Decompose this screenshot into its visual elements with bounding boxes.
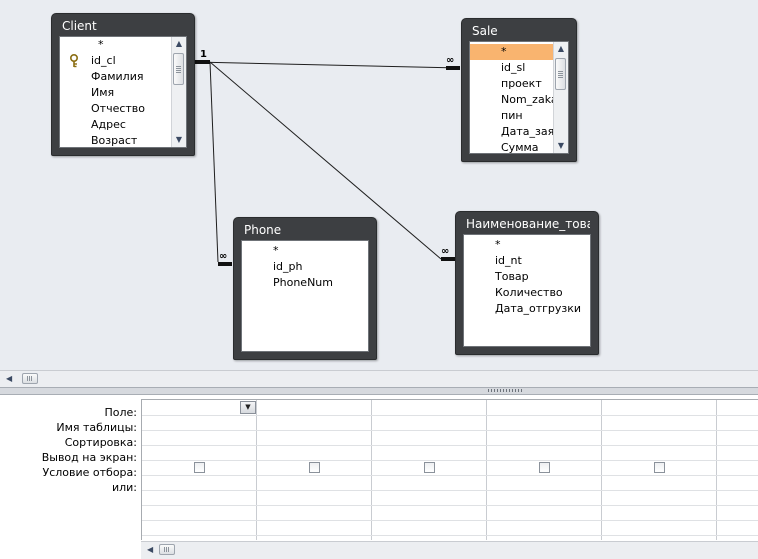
many-end-marker-phone (218, 262, 232, 266)
row-divider (142, 520, 758, 521)
scroll-thumb[interactable] (173, 53, 184, 85)
row-divider (142, 460, 758, 461)
field-client-id-cl[interactable]: id_cl (70, 53, 116, 69)
table-naimenovanie-tovara[interactable]: Наименование_това... * id_nt Товар Колич… (455, 211, 599, 355)
relationship-many-label-phone: ∞ (219, 251, 228, 262)
query-design-grid[interactable]: Поле: Имя таблицы: Сортировка: Вывод на … (0, 395, 758, 559)
field-client-adres[interactable]: Адрес (91, 118, 126, 131)
relationship-many-label-naimenovanie: ∞ (441, 246, 450, 257)
scroll-down-icon[interactable]: ▼ (175, 135, 183, 144)
show-checkbox-3[interactable] (424, 462, 435, 473)
table-phone[interactable]: Phone * id_ph PhoneNum (233, 217, 377, 360)
field-list-naimenovanie-tovara[interactable]: * id_nt Товар Количество Дата_отгрузки (463, 234, 591, 347)
row-divider (142, 505, 758, 506)
field-list-sale[interactable]: * id_sl проект Nom_zakaza пин Дата_заявк… (469, 41, 569, 154)
row-divider (142, 445, 758, 446)
one-end-marker (195, 60, 210, 64)
field-label: id_cl (91, 54, 116, 67)
column-divider[interactable] (371, 400, 372, 540)
field-client-otchestvo[interactable]: Отчество (91, 102, 146, 115)
vertical-scrollbar-sale[interactable]: ▲ ▼ (553, 42, 568, 153)
pane-splitter[interactable] (0, 387, 758, 395)
grid-horizontal-scrollbar[interactable]: ◀ (141, 541, 758, 559)
vertical-scrollbar-client[interactable]: ▲ ▼ (171, 37, 186, 147)
table-sale[interactable]: Sale * id_sl проект Nom_zakaza пин Дата_… (461, 18, 577, 162)
field-phone-all[interactable]: * (273, 244, 279, 257)
diagram-horizontal-scrollbar[interactable]: ◀ (0, 370, 758, 387)
field-sale-nom-zakaza[interactable]: Nom_zakaza (501, 93, 569, 106)
row-label-sort: Сортировка: (64, 436, 137, 449)
relationship-diagram[interactable]: 1 ∞ ∞ ∞ Client * id_cl Фамилия Имя Отчес… (0, 0, 758, 370)
show-checkbox-1[interactable] (194, 462, 205, 473)
relationship-one-label: 1 (200, 49, 207, 60)
show-checkbox-4[interactable] (539, 462, 550, 473)
field-client-familiya[interactable]: Фамилия (91, 70, 144, 83)
table-title-phone: Phone (244, 223, 282, 237)
key-icon (70, 54, 78, 68)
field-nt-kolichestvo[interactable]: Количество (495, 286, 563, 299)
column-divider[interactable] (256, 400, 257, 540)
field-client-vozrast[interactable]: Возраст (91, 134, 138, 147)
field-list-client[interactable]: * id_cl Фамилия Имя Отчество Адрес Возра… (59, 36, 187, 148)
relationship-line-client-sale (194, 61, 461, 69)
field-sale-all[interactable]: * (470, 44, 553, 60)
relationship-many-label-sale: ∞ (446, 55, 455, 66)
row-label-or: или: (111, 481, 137, 494)
row-label-field: Поле: (104, 406, 137, 419)
scroll-left-icon[interactable]: ◀ (6, 374, 13, 383)
show-checkbox-2[interactable] (309, 462, 320, 473)
row-divider (142, 475, 758, 476)
field-sale-data-zayavki[interactable]: Дата_заявки (501, 125, 569, 138)
field-client-all[interactable]: * (98, 38, 104, 51)
scroll-left-icon[interactable]: ◀ (147, 545, 154, 554)
field-nt-id-nt[interactable]: id_nt (495, 254, 522, 267)
row-label-show: Вывод на экран: (41, 451, 137, 464)
scroll-thumb[interactable] (555, 58, 566, 90)
field-sale-summa[interactable]: Сумма (501, 141, 539, 154)
field-phone-id-ph[interactable]: id_ph (273, 260, 303, 273)
row-divider (142, 535, 758, 536)
many-end-marker-naimenovanie (441, 257, 455, 261)
scroll-thumb[interactable] (22, 373, 38, 384)
row-divider (142, 415, 758, 416)
field-nt-all[interactable]: * (495, 238, 501, 251)
scroll-up-icon[interactable]: ▲ (557, 44, 565, 53)
table-client[interactable]: Client * id_cl Фамилия Имя Отчество Адре… (51, 13, 195, 156)
table-title-client: Client (62, 19, 97, 33)
field-sale-pin[interactable]: пин (501, 109, 523, 122)
table-title-sale: Sale (472, 24, 498, 38)
field-nt-tovar[interactable]: Товар (495, 270, 529, 283)
scroll-thumb[interactable] (159, 544, 175, 555)
relationship-lines (194, 60, 461, 266)
table-title-naimenovanie-tovara: Наименование_това... (466, 217, 590, 231)
field-nt-data-otgruzki[interactable]: Дата_отгрузки (495, 302, 582, 315)
field-phone-phonenum[interactable]: PhoneNum (273, 276, 333, 289)
query-grid-cells[interactable]: ▼ (141, 399, 758, 540)
column-divider[interactable] (601, 400, 602, 540)
field-sale-id-sl[interactable]: id_sl (501, 61, 526, 74)
row-divider (142, 430, 758, 431)
relationship-line-client-phone (209, 61, 219, 263)
column-divider[interactable] (486, 400, 487, 540)
column-divider[interactable] (716, 400, 717, 540)
field-client-imya[interactable]: Имя (91, 86, 115, 99)
many-end-marker-sale (446, 66, 460, 70)
field-sale-proekt[interactable]: проект (501, 77, 542, 90)
show-checkbox-5[interactable] (654, 462, 665, 473)
relationship-line-client-naimenovanie (209, 61, 442, 260)
field-dropdown-button[interactable]: ▼ (240, 401, 256, 414)
scroll-up-icon[interactable]: ▲ (175, 39, 183, 48)
row-divider (142, 490, 758, 491)
row-label-criteria: Условие отбора: (42, 466, 138, 479)
row-label-table-name: Имя таблицы: (56, 421, 137, 434)
field-list-phone[interactable]: * id_ph PhoneNum (241, 240, 369, 352)
splitter-grip[interactable] (488, 389, 522, 392)
scroll-down-icon[interactable]: ▼ (557, 141, 565, 150)
